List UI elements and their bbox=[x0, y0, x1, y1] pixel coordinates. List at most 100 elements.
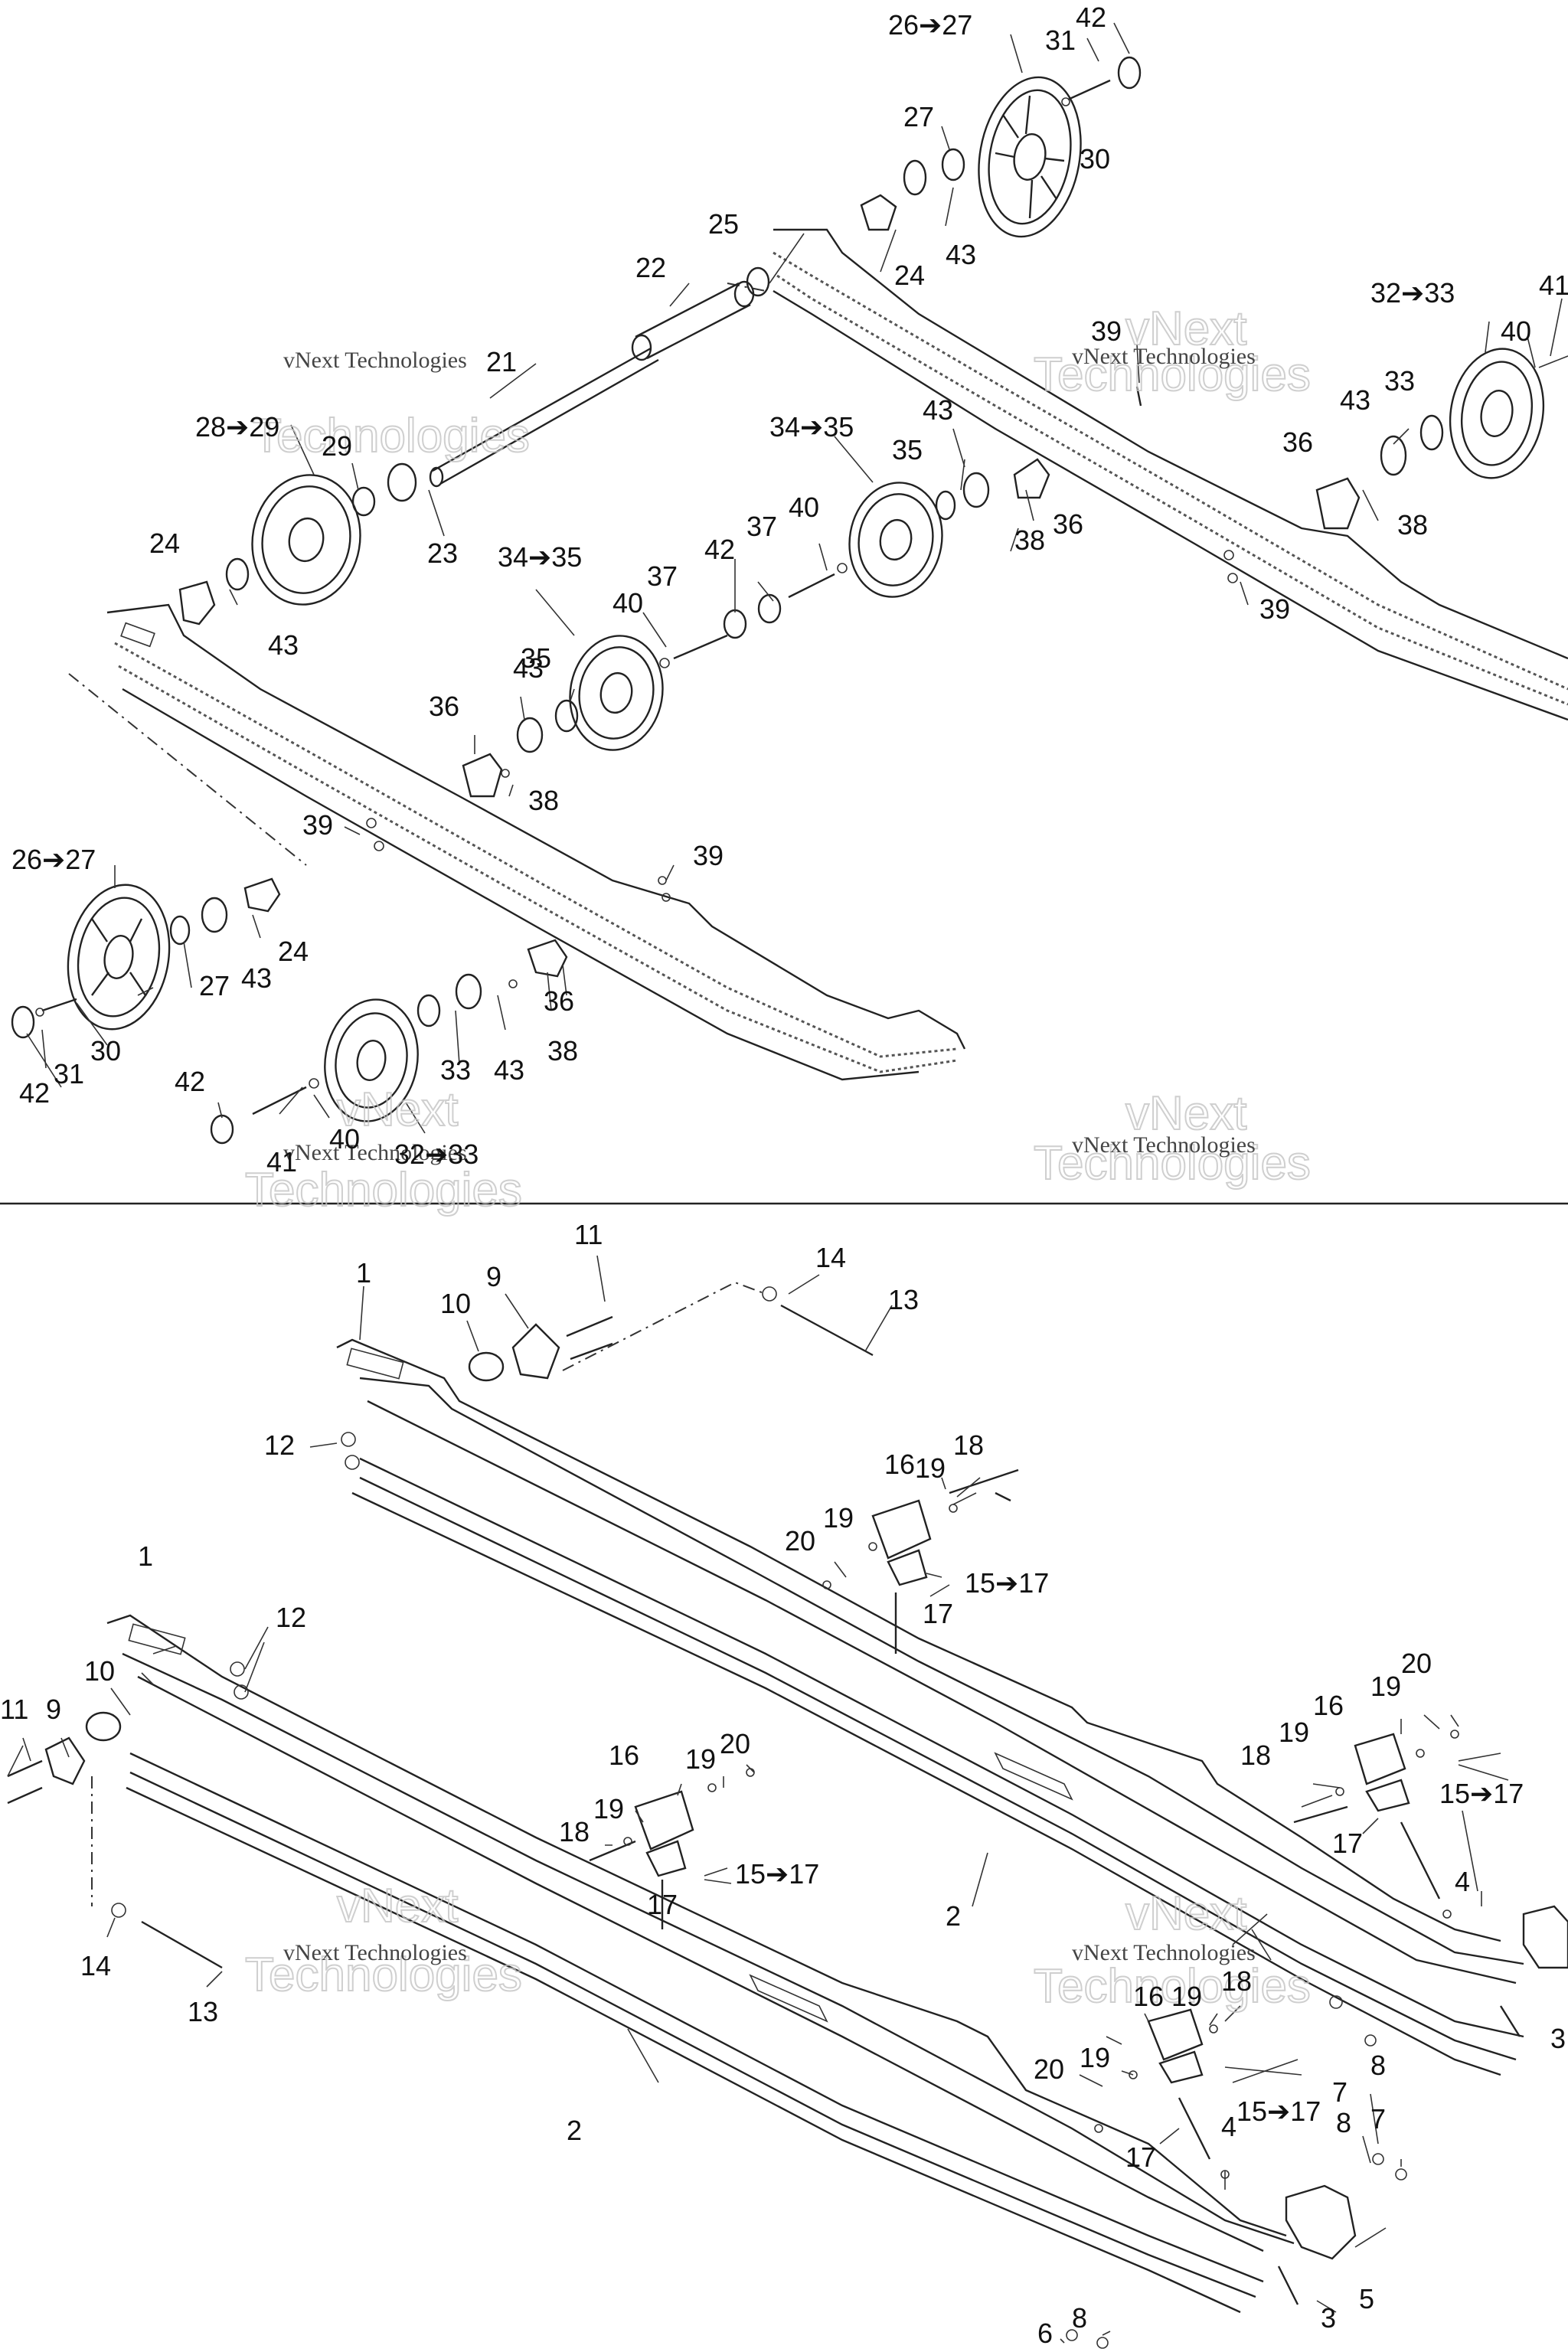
part-callout: 1 bbox=[356, 1257, 371, 1289]
part-callout: 27 bbox=[199, 970, 230, 1001]
part-callout: 15➔17 bbox=[965, 1567, 1049, 1599]
part-callout: 38 bbox=[1397, 509, 1428, 541]
part-callout: 34➔35 bbox=[769, 411, 854, 443]
upper-assembly bbox=[11, 22, 1568, 1145]
wheel-34-center bbox=[569, 635, 664, 751]
wheel-32-lower bbox=[324, 998, 419, 1122]
end-cap-lower bbox=[1285, 2184, 1357, 2260]
part-callout: 20 bbox=[785, 1525, 815, 1557]
part-callout: 30 bbox=[1080, 143, 1110, 175]
part-callout: 13 bbox=[888, 1284, 919, 1315]
watermark-small: vNext bbox=[1125, 1887, 1246, 1940]
part-callout: 39 bbox=[1091, 315, 1122, 347]
watermark-text: vNext Technologies bbox=[1072, 1940, 1256, 1965]
axle-21 bbox=[429, 347, 659, 488]
part-callout: 43 bbox=[923, 394, 953, 426]
part-callout: 40 bbox=[329, 1123, 360, 1155]
cone-36-right bbox=[1315, 477, 1361, 530]
part-callout: 36 bbox=[544, 985, 574, 1017]
part-callout: 24 bbox=[894, 260, 925, 291]
plate-10-upper bbox=[468, 1351, 505, 1382]
part-callout: 5 bbox=[1359, 2283, 1374, 2314]
part-callout: 26➔27 bbox=[888, 9, 972, 41]
part-callout: 2 bbox=[567, 2115, 582, 2146]
watermark-large: Technologies bbox=[253, 410, 530, 462]
watermark-large: Technologies bbox=[245, 1949, 522, 2001]
part-callout: 35 bbox=[892, 434, 923, 466]
bolt-31-top bbox=[1067, 79, 1111, 101]
wheel-34-right bbox=[848, 482, 943, 598]
part-callout: 38 bbox=[1014, 524, 1045, 556]
part-callout: 18 bbox=[559, 1816, 590, 1847]
part-callout: 19 bbox=[823, 1502, 854, 1534]
watermark-text: vNext Technologies bbox=[283, 348, 467, 373]
part-callout: 33 bbox=[440, 1054, 471, 1086]
part-callout: 14 bbox=[815, 1242, 846, 1273]
part-callout: 8 bbox=[1072, 2302, 1087, 2334]
part-callout: 26➔27 bbox=[11, 844, 96, 875]
part-callout: 41 bbox=[266, 1146, 297, 1178]
part-callout: 10 bbox=[440, 1288, 471, 1319]
axle-22 bbox=[631, 280, 755, 361]
part-callout: 6 bbox=[1037, 2318, 1053, 2349]
part-callout: 14 bbox=[80, 1950, 111, 1981]
wheel-28 bbox=[251, 474, 361, 606]
slide-rail-lower bbox=[106, 1614, 1295, 2314]
part-callout: 36 bbox=[1282, 426, 1313, 458]
part-callout: 39 bbox=[1259, 593, 1290, 625]
part-callout: 4 bbox=[1221, 2111, 1236, 2142]
part-callout: 38 bbox=[528, 785, 559, 816]
left-rail-top bbox=[106, 603, 966, 1081]
part-callout: 19 bbox=[1279, 1717, 1309, 1748]
watermark-small: vNext bbox=[337, 1880, 458, 1932]
wheel-26-lower bbox=[67, 884, 171, 1031]
bracket-9-upper bbox=[511, 1323, 560, 1380]
part-callout: 9 bbox=[46, 1694, 61, 1725]
part-callout: 41 bbox=[1539, 270, 1568, 301]
spacer-25 bbox=[746, 266, 770, 297]
part-callout: 19 bbox=[1171, 1981, 1202, 2012]
part-callout: 42 bbox=[1076, 2, 1106, 33]
part-callout: 23 bbox=[427, 537, 458, 569]
part-callout: 19 bbox=[1080, 2042, 1110, 2073]
part-callout: 39 bbox=[693, 840, 724, 871]
part-callout: 43 bbox=[1340, 384, 1370, 416]
part-callout: 27 bbox=[903, 101, 934, 132]
watermark-small: vNext bbox=[1125, 1087, 1246, 1140]
alignment-line-top bbox=[68, 673, 307, 866]
part-callout: 22 bbox=[635, 252, 666, 283]
part-callout: 19 bbox=[1370, 1671, 1401, 1702]
part-callout: 15➔17 bbox=[735, 1858, 819, 1890]
part-callout: 33 bbox=[1384, 365, 1415, 397]
part-callout: 40 bbox=[1501, 315, 1531, 347]
part-callout: 30 bbox=[90, 1035, 121, 1067]
slider-block-bottom bbox=[1147, 2008, 1211, 2160]
part-callout: 18 bbox=[1221, 1965, 1252, 1997]
right-rail-top bbox=[773, 228, 1568, 721]
part-callout: 17 bbox=[1332, 1828, 1363, 1859]
wheel-32-top bbox=[1449, 348, 1545, 479]
part-callout: 16 bbox=[609, 1740, 639, 1771]
part-callout: 2 bbox=[946, 1900, 961, 1932]
callouts-bottom: 11 14 1 9 10 13 12 18 16 19 19 20 15➔17 … bbox=[0, 1219, 1566, 2349]
part-callout: 24 bbox=[278, 936, 309, 967]
part-callout: 19 bbox=[685, 1743, 716, 1775]
watermark-large: Technologies bbox=[245, 1164, 522, 1217]
slider-block-lower bbox=[634, 1790, 694, 1929]
part-callout: 13 bbox=[188, 1996, 218, 2027]
watermark-large: Technologies bbox=[1034, 348, 1311, 401]
part-callout: 16 bbox=[1133, 1981, 1164, 2012]
slider-block-right bbox=[1354, 1733, 1441, 1900]
callouts-top: 26➔27 31 42 27 30 43 25 24 22 39 32➔33 4… bbox=[11, 2, 1568, 1178]
part-callout: 10 bbox=[84, 1655, 115, 1687]
part-callout: 24 bbox=[149, 528, 180, 559]
part-callout: 19 bbox=[593, 1793, 624, 1824]
part-callout: 15➔17 bbox=[1439, 1778, 1524, 1809]
watermark-text: vNext Technologies bbox=[283, 1140, 467, 1165]
part-callout: 20 bbox=[1034, 2053, 1064, 2085]
watermark-small: vNext bbox=[337, 1083, 458, 1136]
part-callout: 42 bbox=[19, 1077, 50, 1109]
part-callout: 43 bbox=[946, 239, 976, 270]
part-callout: 17 bbox=[1125, 2141, 1156, 2173]
